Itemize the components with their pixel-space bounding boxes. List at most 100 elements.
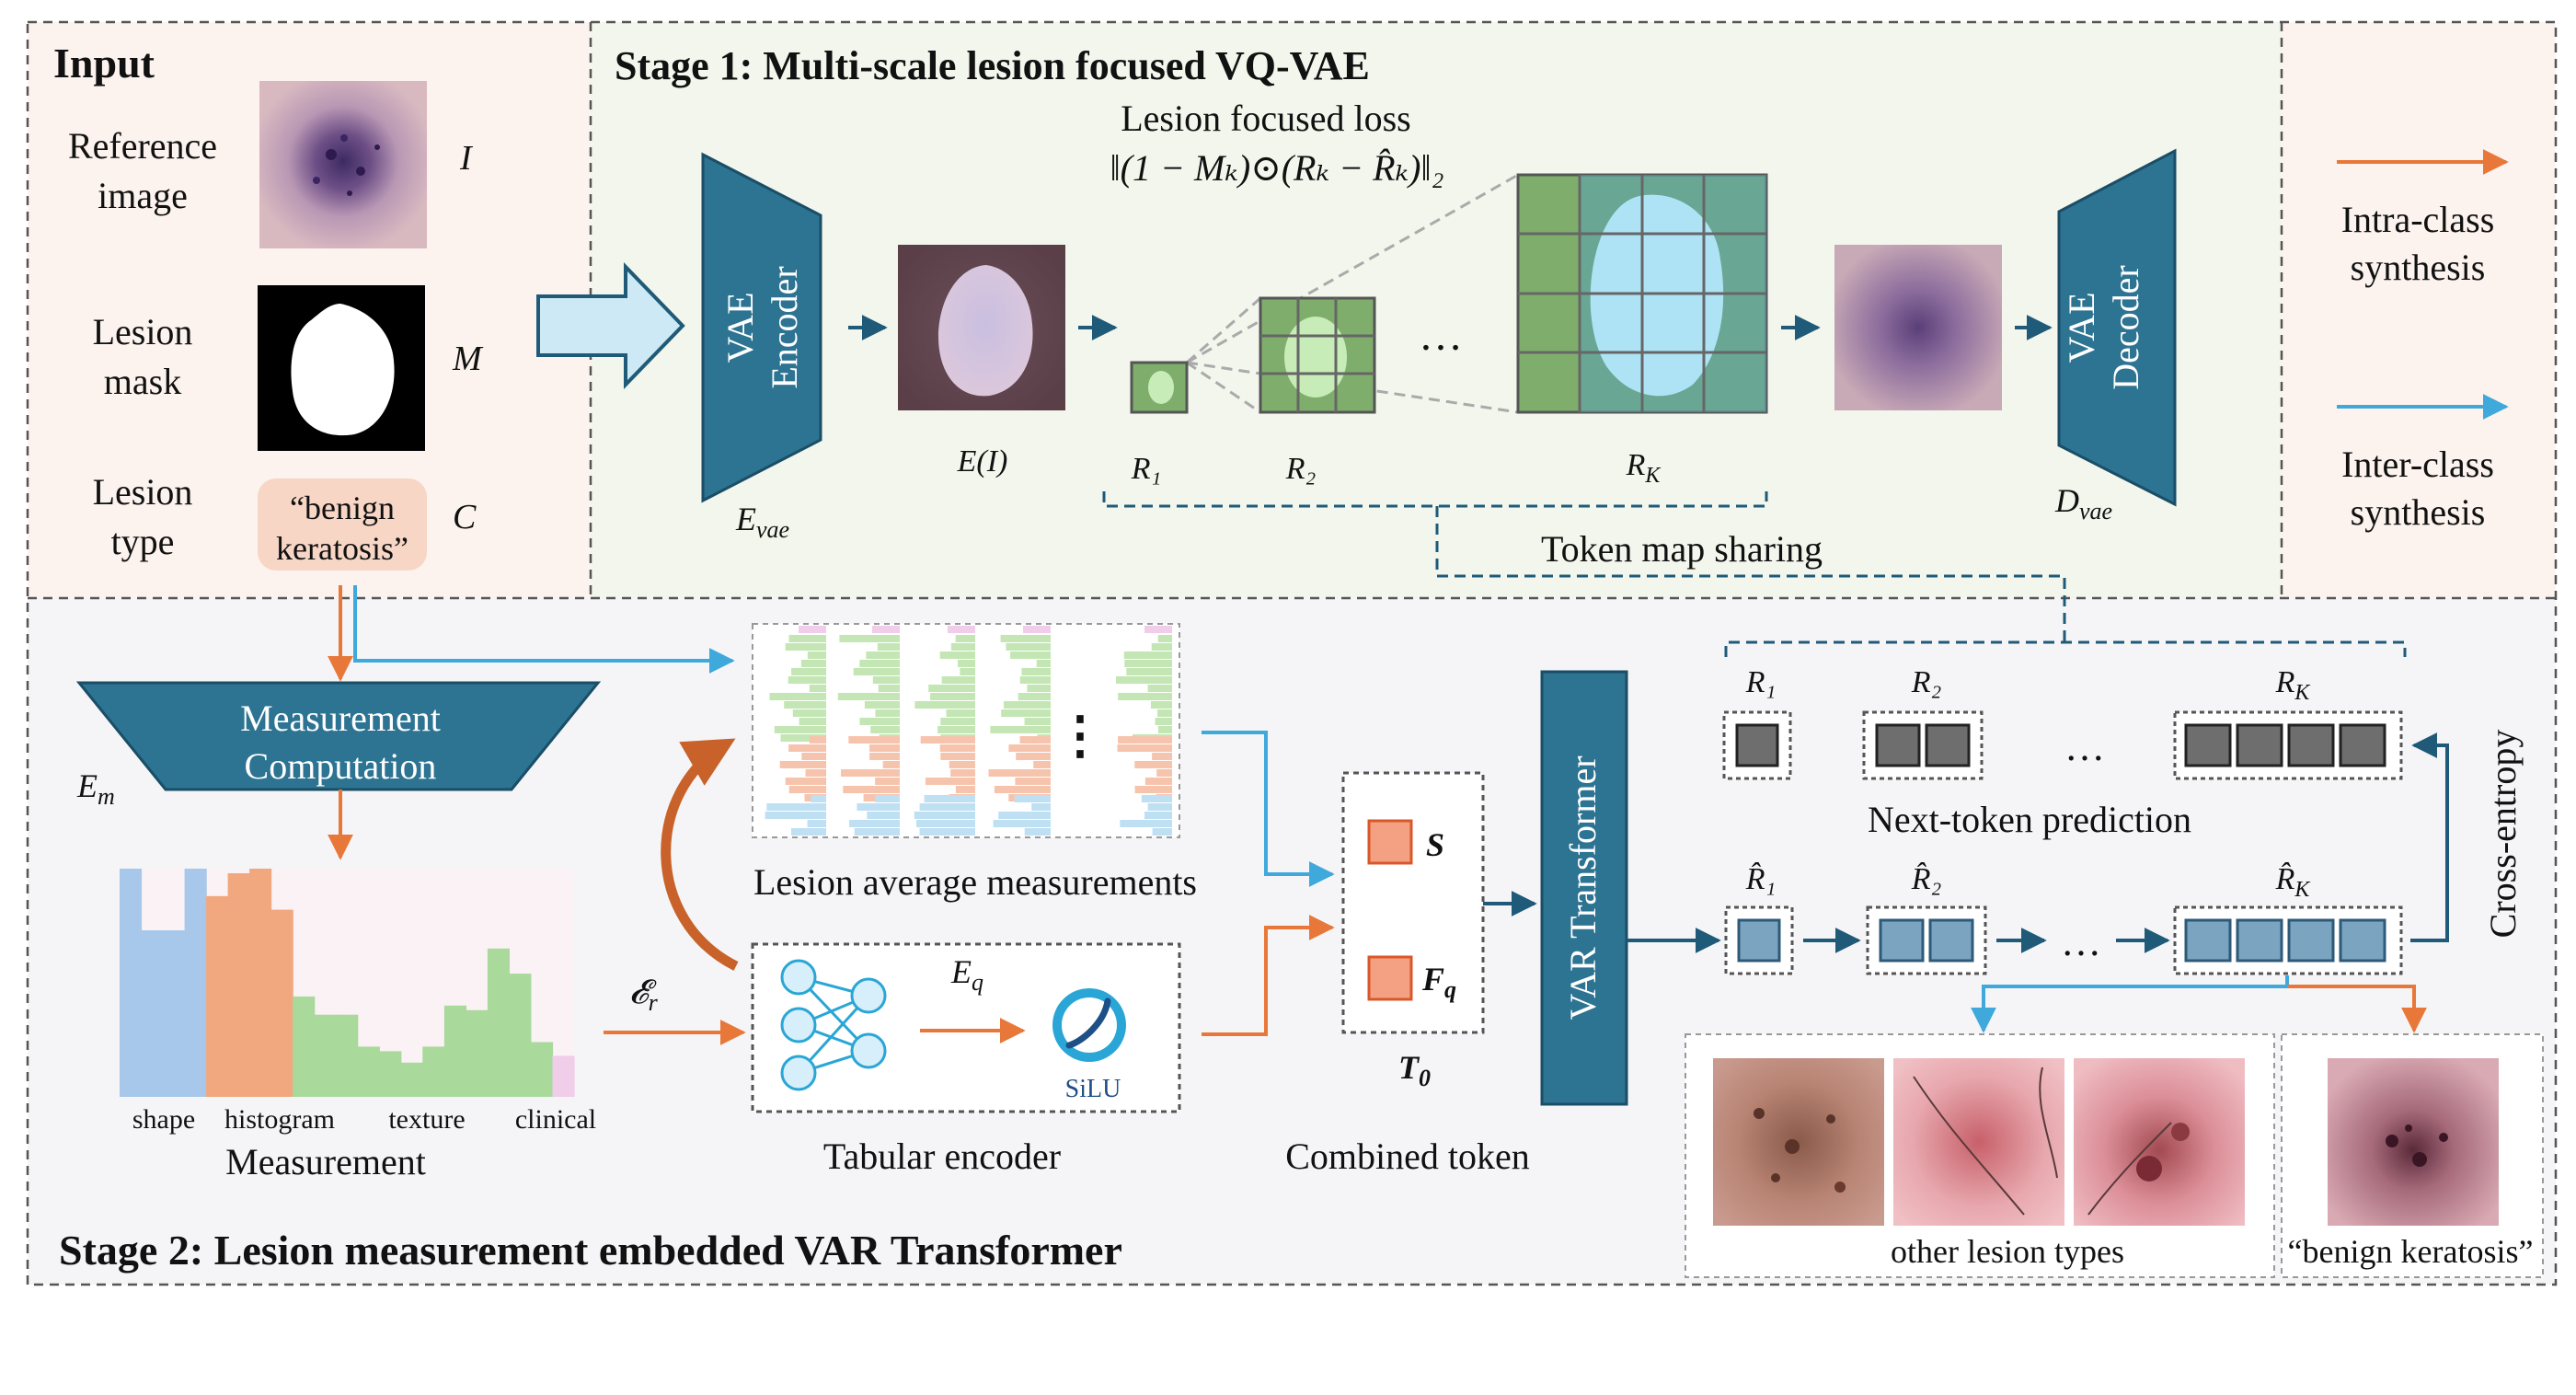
- average-bar: [769, 693, 826, 700]
- average-bar: [788, 676, 826, 684]
- average-bar: [1001, 709, 1051, 717]
- average-bar: [1141, 795, 1172, 802]
- measurement-computation-label-2: Computation: [245, 745, 437, 787]
- average-bar: [857, 803, 900, 811]
- average-bar: [928, 685, 975, 692]
- average-bar: [875, 709, 900, 717]
- average-bar: [1116, 676, 1172, 684]
- average-bar: [1124, 660, 1172, 667]
- average-bar: [1019, 676, 1051, 684]
- tabular-encoder-label: Tabular encoder: [823, 1136, 1061, 1177]
- lesion-type-value-1: “benign: [290, 490, 395, 526]
- measurement-bar-shape: [120, 869, 143, 1097]
- average-bar: [1157, 635, 1172, 642]
- projection-line: [1186, 173, 1519, 364]
- symbol-c: C: [453, 498, 477, 536]
- type-label-2: type: [111, 521, 175, 562]
- average-bar-clinical: [1144, 626, 1172, 633]
- measurement-bar-histogram: [270, 909, 293, 1097]
- silu-label: SiLU: [1065, 1075, 1121, 1103]
- mlp-network-icon: [780, 959, 887, 1091]
- r1-label: R₁: [1131, 452, 1162, 486]
- stage1-title: Stage 1: Multi-scale lesion focused VQ-V…: [615, 43, 1370, 88]
- arrow-average-to-token: [1202, 731, 1335, 887]
- token-map-sharing-label: Token map sharing: [1541, 528, 1823, 570]
- average-bar: [784, 701, 826, 709]
- average-bar: [1134, 786, 1172, 793]
- pred-token: [2287, 918, 2335, 963]
- gt-token: [1875, 723, 1921, 767]
- average-bar: [1010, 651, 1051, 659]
- group-label-histogram: histogram: [224, 1104, 335, 1135]
- measurement-bar-texture: [509, 974, 532, 1097]
- average-bar: [792, 709, 826, 717]
- measurement-chart: [120, 869, 575, 1097]
- legend-inter-label-1: Inter-class: [2341, 444, 2494, 485]
- gt-token: [1925, 723, 1971, 767]
- average-bar: [1151, 643, 1172, 651]
- average-bar: [869, 744, 900, 752]
- benign-label: “benign keratosis”: [2288, 1233, 2534, 1270]
- measurement-bar-texture: [531, 1042, 554, 1097]
- average-bar: [1015, 778, 1051, 785]
- type-label-1: Lesion: [93, 471, 193, 513]
- average-bar: [924, 795, 975, 802]
- reconstructed-image: [1834, 245, 2002, 410]
- average-bar: [1155, 718, 1172, 725]
- gt-r1-label: R₁: [1745, 665, 1777, 699]
- cross-entropy-label: Cross-entropy: [2482, 730, 2524, 939]
- average-bar: [1147, 685, 1172, 692]
- average-bar: [993, 820, 1051, 827]
- token-map-r1: [1130, 361, 1189, 414]
- measurement-computation-block: [75, 681, 602, 791]
- generated-image-other-3: [2074, 1058, 2245, 1226]
- average-bar: [849, 820, 900, 827]
- average-bar: [946, 709, 975, 717]
- arrow-intra-synthesis: [2287, 985, 2427, 1033]
- arrow-type-to-average: [353, 585, 735, 674]
- average-bar: [930, 693, 975, 700]
- average-bar-clinical: [799, 626, 826, 633]
- average-bar: [950, 643, 975, 651]
- average-bar: [955, 786, 975, 793]
- next-token-label: Next-token prediction: [1868, 799, 2191, 840]
- average-bar: [958, 660, 975, 667]
- measurement-bar-texture: [466, 1009, 489, 1097]
- average-bar: [925, 778, 975, 785]
- average-measurements-label: Lesion average measurements: [753, 861, 1197, 903]
- measurement-bar-texture: [357, 1046, 380, 1097]
- average-bar: [800, 660, 826, 667]
- cross-entropy-bracket: [2410, 732, 2449, 942]
- combined-token-label: Combined token: [1285, 1136, 1530, 1177]
- gt-token: [1735, 723, 1779, 767]
- gt-r2-label: R₂: [1911, 665, 1942, 699]
- average-bar: [1147, 803, 1172, 811]
- average-bar: [939, 744, 975, 752]
- average-bar-clinical: [872, 626, 900, 633]
- average-bar: [1156, 769, 1172, 777]
- average-bar: [1150, 701, 1172, 709]
- average-bar: [1123, 651, 1172, 659]
- measurement-bar-texture: [443, 1005, 466, 1097]
- var-transformer-block: [1540, 670, 1628, 1106]
- average-bar: [779, 761, 826, 768]
- mask-label-2: mask: [104, 361, 181, 402]
- encoded-feature-image: [898, 245, 1065, 410]
- average-bar: [869, 753, 900, 760]
- vae-encoder-label-1: VAE: [719, 292, 761, 363]
- measurement-bar-shape: [184, 869, 207, 1097]
- average-bar: [1118, 693, 1172, 700]
- average-bar-clinical: [948, 626, 975, 633]
- gt-token: [2184, 723, 2232, 767]
- average-bar: [1021, 668, 1051, 675]
- average-bar: [937, 726, 975, 733]
- average-bar: [1157, 709, 1172, 717]
- average-bar: [864, 701, 900, 709]
- outer-border: [26, 20, 2558, 1286]
- group-label-texture: texture: [388, 1104, 465, 1135]
- average-bar: [805, 769, 826, 777]
- average-bar: [878, 685, 900, 692]
- average-bar: [875, 778, 900, 785]
- pred-token: [1737, 918, 1781, 963]
